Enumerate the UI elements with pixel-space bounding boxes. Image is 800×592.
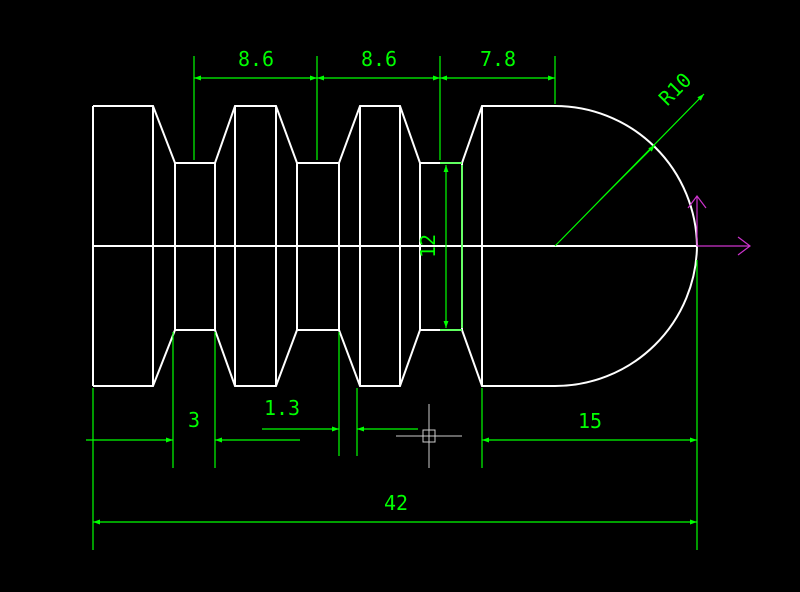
radius-arrow bbox=[599, 144, 656, 201]
part-lower-profile bbox=[93, 245, 698, 387]
label-radius[interactable]: R10 bbox=[654, 68, 697, 111]
crosshair-cursor-icon bbox=[396, 404, 462, 468]
part-outline bbox=[92, 105, 698, 387]
dimension-labels: 8.6 8.6 7.8 R10 12 3 1.3 15 42 bbox=[188, 47, 696, 515]
label-diameter[interactable]: 12 bbox=[416, 234, 440, 258]
axis-arrow-icon bbox=[687, 195, 751, 256]
label-pitch-1[interactable]: 8.6 bbox=[238, 47, 274, 71]
label-head-length[interactable]: 15 bbox=[578, 409, 602, 433]
label-pitch-2[interactable]: 8.6 bbox=[361, 47, 397, 71]
label-groove-width[interactable]: 3 bbox=[188, 408, 200, 432]
label-pitch-3[interactable]: 7.8 bbox=[480, 47, 516, 71]
dimension-geometry bbox=[86, 56, 705, 550]
label-small-width[interactable]: 1.3 bbox=[264, 396, 300, 420]
label-overall-length[interactable]: 42 bbox=[384, 491, 408, 515]
